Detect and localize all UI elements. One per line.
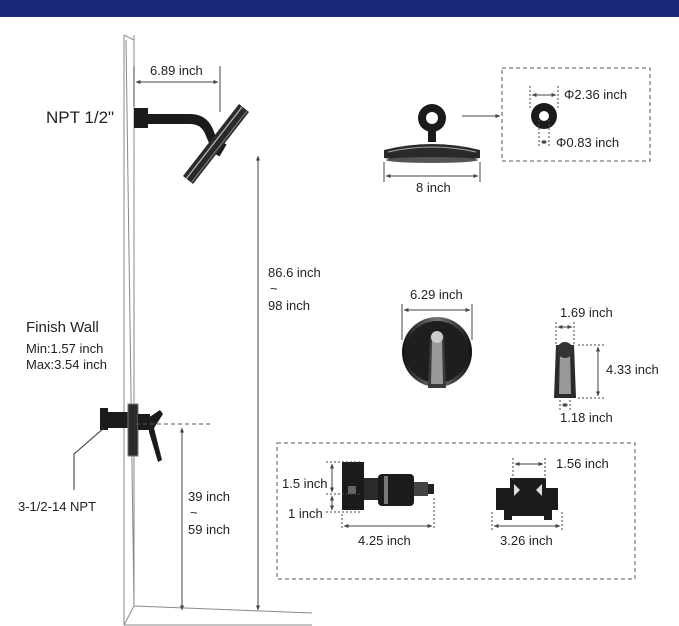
shower-head-side	[183, 104, 249, 184]
finish-min-label: Min:1.57 inch	[26, 341, 104, 356]
valve-npt-label: 3-1/2-14 NPT	[18, 499, 97, 514]
valve-dim-a-label: 1.5 inch	[282, 476, 328, 491]
finish-max-label: Max:3.54 inch	[26, 357, 107, 372]
valve-width-label: 3.26 inch	[500, 533, 553, 548]
head-diameter-label: 8 inch	[416, 180, 451, 195]
valve-side-dimensions	[326, 461, 435, 530]
trim-diameter-dimension	[401, 304, 473, 340]
valve-body-side	[342, 462, 434, 510]
arm-length-label: 6.89 inch	[150, 63, 203, 78]
valve-front-dimensions	[491, 458, 563, 532]
handle-dimensions	[555, 322, 604, 410]
height-bottom-label: 98 inch	[268, 298, 310, 313]
shower-head-front	[384, 104, 480, 163]
escutcheon-inner-label: Φ0.83 inch	[556, 135, 620, 150]
escutcheon-outer-label: Φ2.36 inch	[564, 87, 628, 102]
height-top-label: 86.6 inch	[268, 265, 321, 280]
valve-npt-leader	[73, 427, 105, 490]
finish-wall-label: Finish Wall	[26, 319, 99, 336]
valve-side-view	[100, 403, 163, 462]
handle-height-label: 4.33 inch	[606, 362, 659, 377]
trim-plate-front	[402, 317, 472, 388]
handle-base-label: 1.18 inch	[560, 410, 613, 425]
valve-height-dimension	[136, 423, 212, 611]
wall-outline	[123, 34, 313, 626]
valve-height-bottom-label: 59 inch	[188, 522, 230, 537]
head-diameter-dimension	[383, 162, 481, 182]
valve-height-top-label: 39 inch	[188, 489, 230, 504]
handle-width-label: 1.69 inch	[560, 305, 613, 320]
trim-diameter-label: 6.29 inch	[410, 287, 463, 302]
handle-side	[554, 342, 576, 398]
valve-spacing-label: 1.56 inch	[556, 456, 609, 471]
valve-dim-b-label: 1 inch	[288, 506, 323, 521]
header-bar	[0, 0, 679, 17]
arm-length-dimension	[133, 66, 221, 112]
npt-label: NPT 1/2"	[46, 108, 115, 127]
height-tilde-label: ~	[270, 281, 278, 296]
valve-length-label: 4.25 inch	[358, 533, 411, 548]
valve-detail-box	[276, 442, 636, 580]
valve-height-tilde-label: ~	[190, 505, 198, 520]
escutcheon-detail-box	[462, 67, 651, 162]
valve-body-front	[496, 478, 558, 520]
